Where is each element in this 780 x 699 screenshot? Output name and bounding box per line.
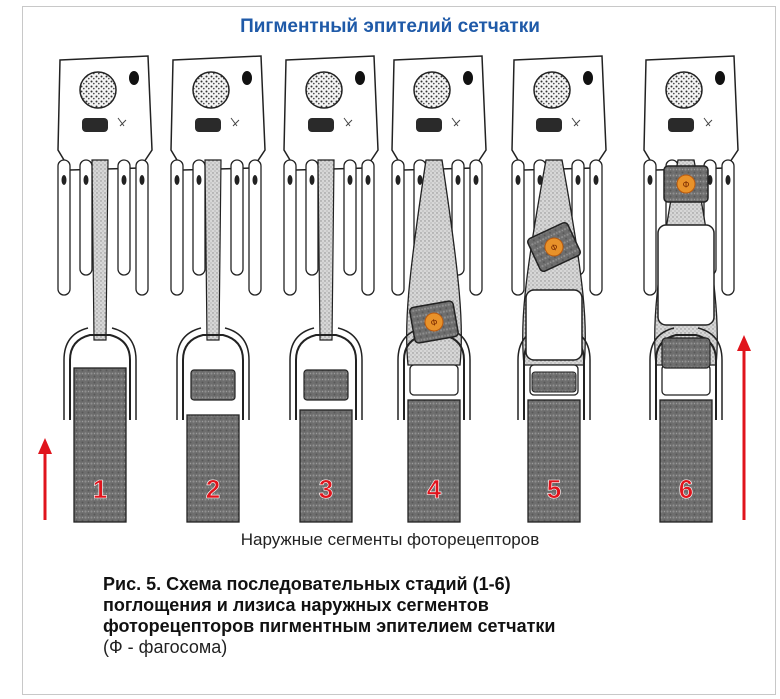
nucleus — [414, 72, 450, 108]
vacated-chamber — [662, 365, 710, 395]
microvillus-granule — [456, 175, 461, 185]
cell-stage-4: Ф — [392, 56, 486, 522]
phagosome: Ф — [664, 166, 708, 202]
central-process — [92, 160, 108, 340]
vacuole — [658, 225, 714, 325]
organelle — [416, 118, 442, 132]
caption-line-1: Рис. 5. Схема последовательных стадий (1… — [103, 574, 763, 595]
outer-segments-label: Наружные сегменты фоторецепторов — [0, 530, 780, 550]
outer-segment — [300, 410, 352, 522]
caption-line-3: фоторецепторов пигментным эпителием сетч… — [103, 616, 763, 637]
organelle — [195, 118, 221, 132]
direction-arrows — [38, 335, 751, 520]
cell-stages: Ф Ф Ф — [58, 56, 738, 522]
microvillus-granule — [594, 175, 599, 185]
outer-segment — [187, 415, 239, 522]
pigment-granule — [463, 71, 473, 85]
pigment-granule — [583, 71, 593, 85]
shed-disc-packet — [304, 370, 348, 400]
microvillus-granule — [474, 175, 479, 185]
cell-stage-6: Ф — [644, 56, 738, 522]
microvillus-granule — [310, 175, 315, 185]
microvillus-granule — [516, 175, 521, 185]
microvillus-granule — [197, 175, 202, 185]
stage-number-1: 1 — [93, 474, 107, 504]
figure-caption: Рис. 5. Схема последовательных стадий (1… — [103, 574, 763, 658]
stage-number-5: 5 — [547, 474, 561, 504]
phagosome-label: Ф — [683, 180, 690, 190]
pigment-granule — [242, 71, 252, 85]
stage-number-4: 4 — [427, 474, 442, 504]
microvillus-granule — [726, 175, 731, 185]
cell-stage-2 — [171, 56, 265, 522]
stage-number-6: 6 — [679, 474, 693, 504]
arrow-head — [737, 335, 751, 351]
organelle — [308, 118, 334, 132]
nucleus — [193, 72, 229, 108]
microvillus-granule — [576, 175, 581, 185]
phagocytosis-diagram: Ф Ф Ф 1 2 3 4 5 6 — [0, 0, 780, 530]
caption-note: (Ф - фагосома) — [103, 637, 763, 658]
caption-line-2: поглощения и лизиса наружных сегментов — [103, 595, 763, 616]
microvillus-granule — [396, 175, 401, 185]
vacuole — [526, 290, 582, 360]
central-process — [205, 160, 221, 340]
shed-disc-packet — [191, 370, 235, 400]
right-arrow — [737, 335, 751, 520]
cell-stage-3 — [284, 56, 378, 522]
microvillus-granule — [348, 175, 353, 185]
organelle — [536, 118, 562, 132]
nucleus — [534, 72, 570, 108]
microvillus-granule — [84, 175, 89, 185]
nucleus — [666, 72, 702, 108]
arrow-head — [38, 438, 52, 454]
central-process — [318, 160, 334, 340]
microvillus-granule — [288, 175, 293, 185]
nucleus — [80, 72, 116, 108]
vacated-chamber — [410, 365, 458, 395]
pigment-granule — [355, 71, 365, 85]
stage-number-3: 3 — [319, 474, 333, 504]
nucleus — [306, 72, 342, 108]
microvillus-granule — [235, 175, 240, 185]
phagosome: Ф — [409, 300, 459, 343]
microvillus-granule — [418, 175, 423, 185]
cell-stage-1 — [58, 56, 152, 522]
microvillus-granule — [62, 175, 67, 185]
pigment-granule — [715, 71, 725, 85]
disc-packet — [662, 338, 710, 368]
microvillus-granule — [175, 175, 180, 185]
microvillus-granule — [122, 175, 127, 185]
disc-packet — [532, 372, 576, 392]
stage-labels: 1 2 3 4 5 6 — [93, 474, 693, 504]
microvillus-granule — [648, 175, 653, 185]
organelle — [82, 118, 108, 132]
left-arrow — [38, 438, 52, 520]
microvillus-granule — [140, 175, 145, 185]
microvillus-granule — [253, 175, 258, 185]
stage-number-2: 2 — [206, 474, 220, 504]
microvillus-granule — [366, 175, 371, 185]
pigment-granule — [129, 71, 139, 85]
cell-stage-5: Ф — [512, 56, 606, 522]
organelle — [668, 118, 694, 132]
